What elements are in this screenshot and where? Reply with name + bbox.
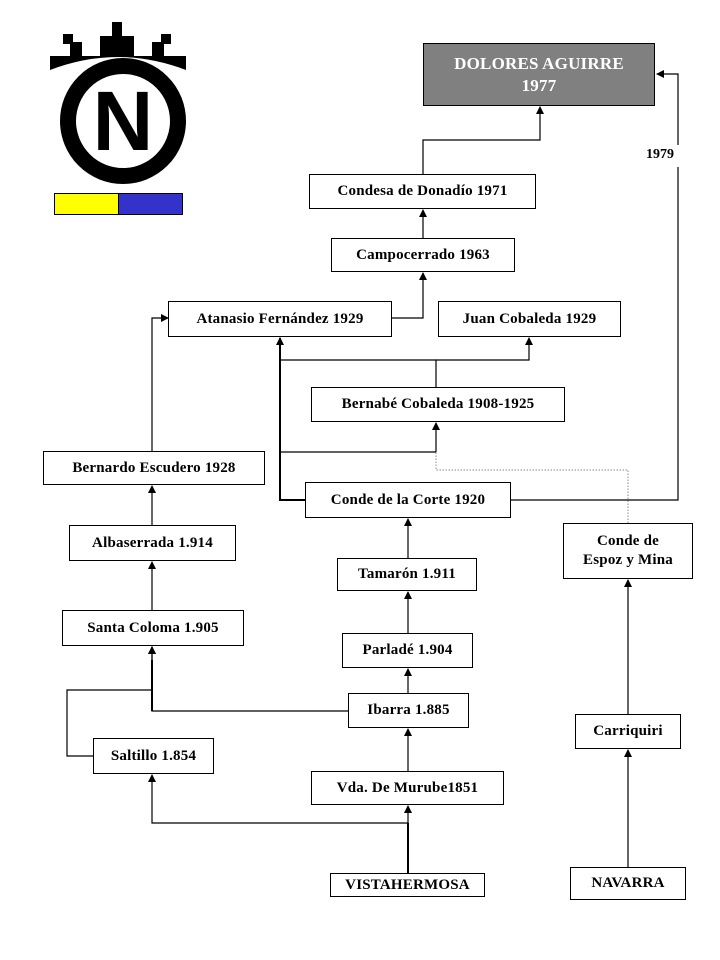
flag-yellow-band — [55, 194, 118, 214]
edge-ibarra-santacoloma — [148, 646, 348, 712]
node-conde-de-la-corte: Conde de la Corte 1920 — [305, 482, 511, 518]
node-bernardo-escudero: Bernardo Escudero 1928 — [43, 451, 265, 485]
node-saltillo: Saltillo 1.854 — [93, 738, 214, 774]
ranch-colors-flag — [54, 193, 183, 215]
node-navarra: NAVARRA — [570, 867, 686, 900]
node-dolores-aguirre-name: DOLORES AGUIRRE — [454, 54, 624, 74]
node-albaserrada: Albaserrada 1.914 — [69, 525, 236, 561]
edge-bernabe-juancobaleda — [435, 337, 533, 387]
logo-letter: N — [93, 74, 154, 168]
edge-atanasio-campocerrado — [392, 272, 427, 319]
node-juan-cobaleda: Juan Cobaleda 1929 — [438, 301, 621, 337]
node-dolores-aguirre-year: 1977 — [521, 75, 557, 95]
edge-condesa-dolores — [422, 106, 544, 174]
edge-conde-dolores-1979 — [511, 70, 679, 501]
node-parlade: Parladé 1.904 — [342, 633, 473, 668]
crown-n-logo: N — [50, 22, 186, 184]
node-bernabe-cobaleda: Bernabé Cobaleda 1908-1925 — [311, 387, 565, 422]
edge-conde-atanasio — [276, 337, 305, 501]
node-campocerrado: Campocerrado 1963 — [331, 238, 515, 272]
node-vistahermosa: VISTAHERMOSA — [330, 873, 485, 897]
edge-bernardo-atanasio — [151, 314, 169, 451]
year-label-1979: 1979 — [646, 147, 674, 162]
node-vda-de-murube: Vda. De Murube1851 — [311, 771, 504, 805]
node-conde-espoz-y-mina: Conde de Espoz y Mina — [563, 523, 693, 579]
edge-vistahermosa-saltillo — [148, 774, 408, 824]
node-espoz-line1: Conde de — [596, 533, 660, 550]
node-carriquiri: Carriquiri — [575, 714, 681, 749]
node-espoz-line2: Espoz y Mina — [583, 552, 673, 568]
node-santa-coloma: Santa Coloma 1.905 — [62, 610, 244, 646]
node-dolores-aguirre: DOLORES AGUIRRE 1977 — [423, 43, 655, 106]
node-tamaron: Tamarón 1.911 — [337, 558, 477, 591]
node-condesa-donadio: Condesa de Donadío 1971 — [309, 174, 536, 209]
flag-blue-band — [118, 194, 182, 214]
node-ibarra: Ibarra 1.885 — [348, 693, 469, 728]
node-atanasio-fernandez: Atanasio Fernández 1929 — [168, 301, 392, 337]
